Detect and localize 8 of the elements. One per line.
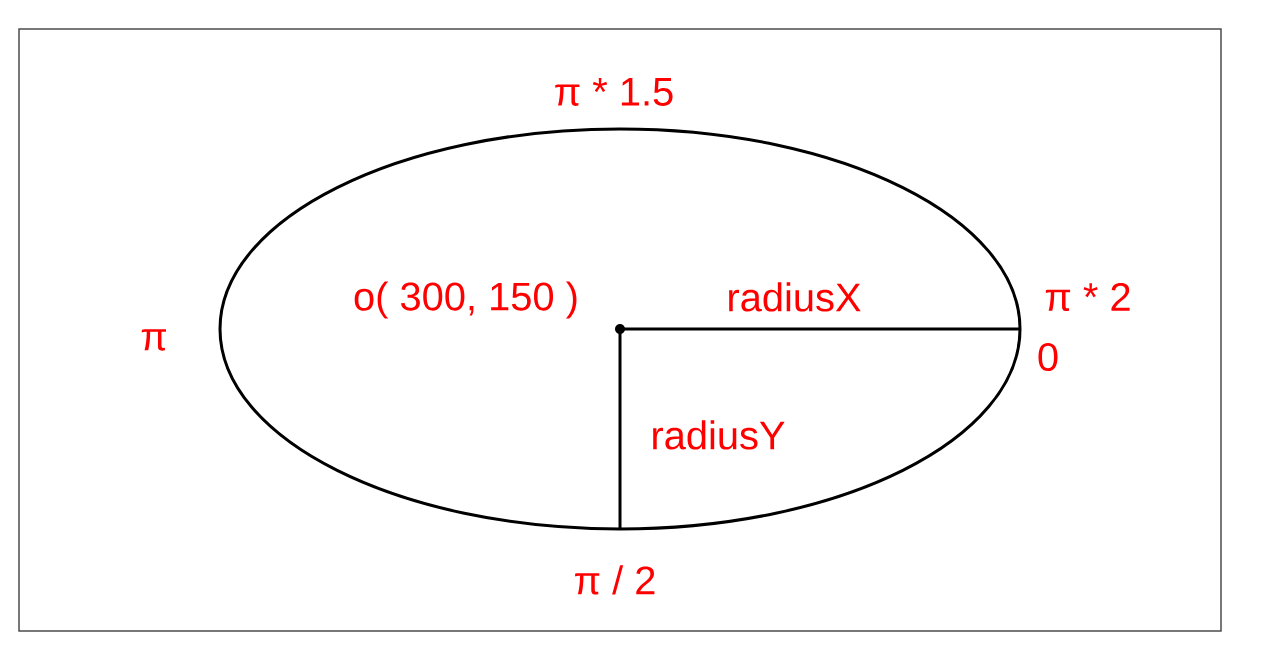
- angle-label: o( 300, 150 ): [354, 281, 577, 319]
- angle-label: π * 2: [1045, 282, 1130, 312]
- angle-label: 0: [1038, 342, 1058, 372]
- angle-label: radiusY: [653, 420, 785, 450]
- angle-label: π: [141, 329, 166, 351]
- angle-label: radiusX: [729, 282, 861, 312]
- angle-label: π * 1.5: [555, 78, 673, 106]
- angle-label: π / 2: [575, 565, 655, 595]
